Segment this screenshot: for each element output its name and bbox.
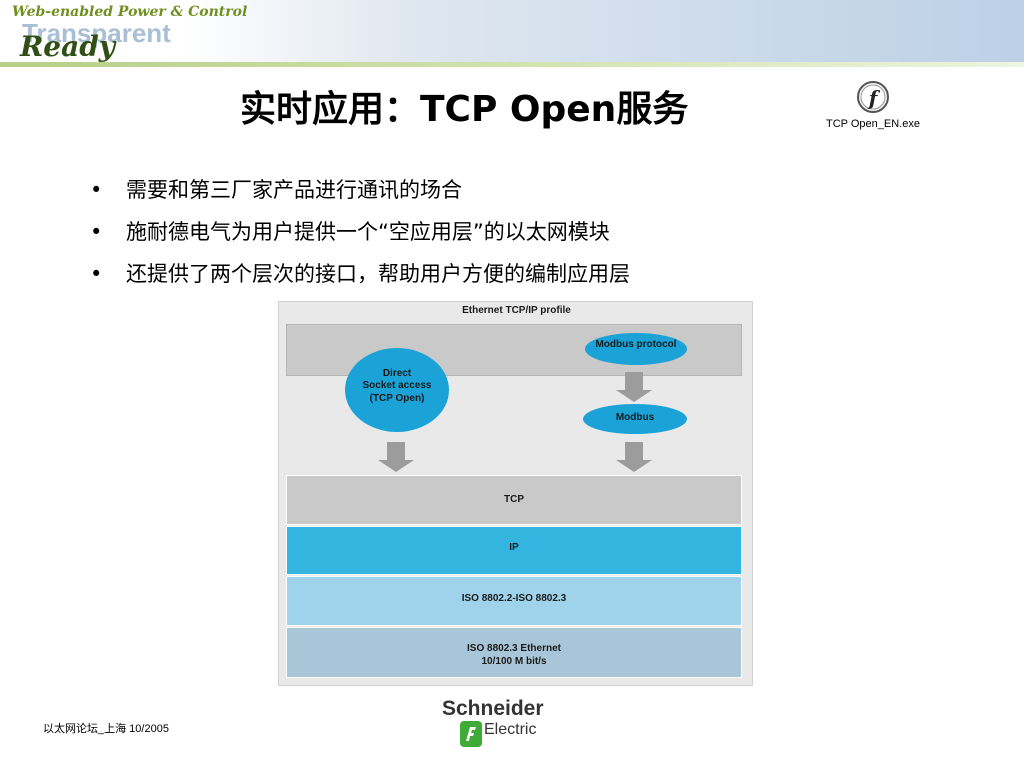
bullet-glyph: • [90,178,103,202]
diagram-shapes [345,333,687,472]
tcp-layer: TCP [286,475,742,525]
footer-text: 以太网论坛_上海 10/2005 [43,723,169,735]
diagram-title: Ethernet TCP/IP profile [462,305,571,316]
arrow-modbus-down-icon [616,372,652,402]
flash-file-icon[interactable]: f [856,80,890,114]
logo-tagline: Web-enabled Power & Control [12,4,248,20]
ethernet-layer: ISO 8802.3 Ethernet 10/100 M bit/s [286,627,742,678]
arrow-tcp-down-icon [616,442,652,472]
ip-layer: IP [286,526,742,575]
bullet-item: • 需要和第三厂家产品进行通讯的场合 [90,175,630,217]
brand-name: Schneider [442,697,544,720]
schneider-mark-icon [460,721,482,747]
schneider-logo: Schneider Electric [442,697,562,753]
direct-socket-label-1: Direct [382,368,412,379]
bullet-glyph: • [90,262,103,286]
bullet-text: 还提供了两个层次的接口，帮助用户方便的编制应用层 [126,262,630,286]
protocol-diagram: Ethernet TCP/IP profile Modbus protocol … [278,301,753,686]
ethernet-label-1: ISO 8802.3 Ethernet [467,643,561,654]
direct-socket-ellipse [345,348,449,432]
logo-transparent-word: Transparent [22,18,171,48]
brand-sub: Electric [484,721,537,738]
modbus-ellipse [583,404,687,434]
svg-text:f: f [867,86,881,110]
bullet-text: 需要和第三厂家产品进行通讯的场合 [126,178,462,202]
modbus-protocol-label: Modbus protocol [595,339,677,350]
bullet-text: 施耐德电气为用户提供一个“空应用层”的以太网模块 [126,220,610,244]
slide-title: 实时应用：TCP Open服务 [240,89,689,130]
bullet-list: • 需要和第三厂家产品进行通讯的场合 • 施耐德电气为用户提供一个“空应用层”的… [90,175,630,301]
logo-ready-word: Ready [20,30,116,63]
bullet-item: • 还提供了两个层次的接口，帮助用户方便的编制应用层 [90,259,630,301]
direct-socket-label-2: Socket access [362,380,432,391]
header-banner [0,0,1024,62]
modbus-label: Modbus [615,412,655,423]
iso-8802-label: ISO 8802.2-ISO 8802.3 [461,593,567,604]
header-divider [0,62,1024,67]
modbus-protocol-ellipse [585,333,687,365]
file-label[interactable]: TCP Open_EN.exe [826,118,920,130]
iso-8802-layer: ISO 8802.2-ISO 8802.3 [286,576,742,626]
tcp-label: TCP [504,494,524,505]
direct-socket-label-3: (TCP Open) [369,393,425,404]
ethernet-label-2: 10/100 M bit/s [481,656,547,667]
bullet-glyph: • [90,220,103,244]
bullet-item: • 施耐德电气为用户提供一个“空应用层”的以太网模块 [90,217,630,259]
ip-label: IP [509,542,519,553]
arrow-socket-down-icon [378,442,414,472]
